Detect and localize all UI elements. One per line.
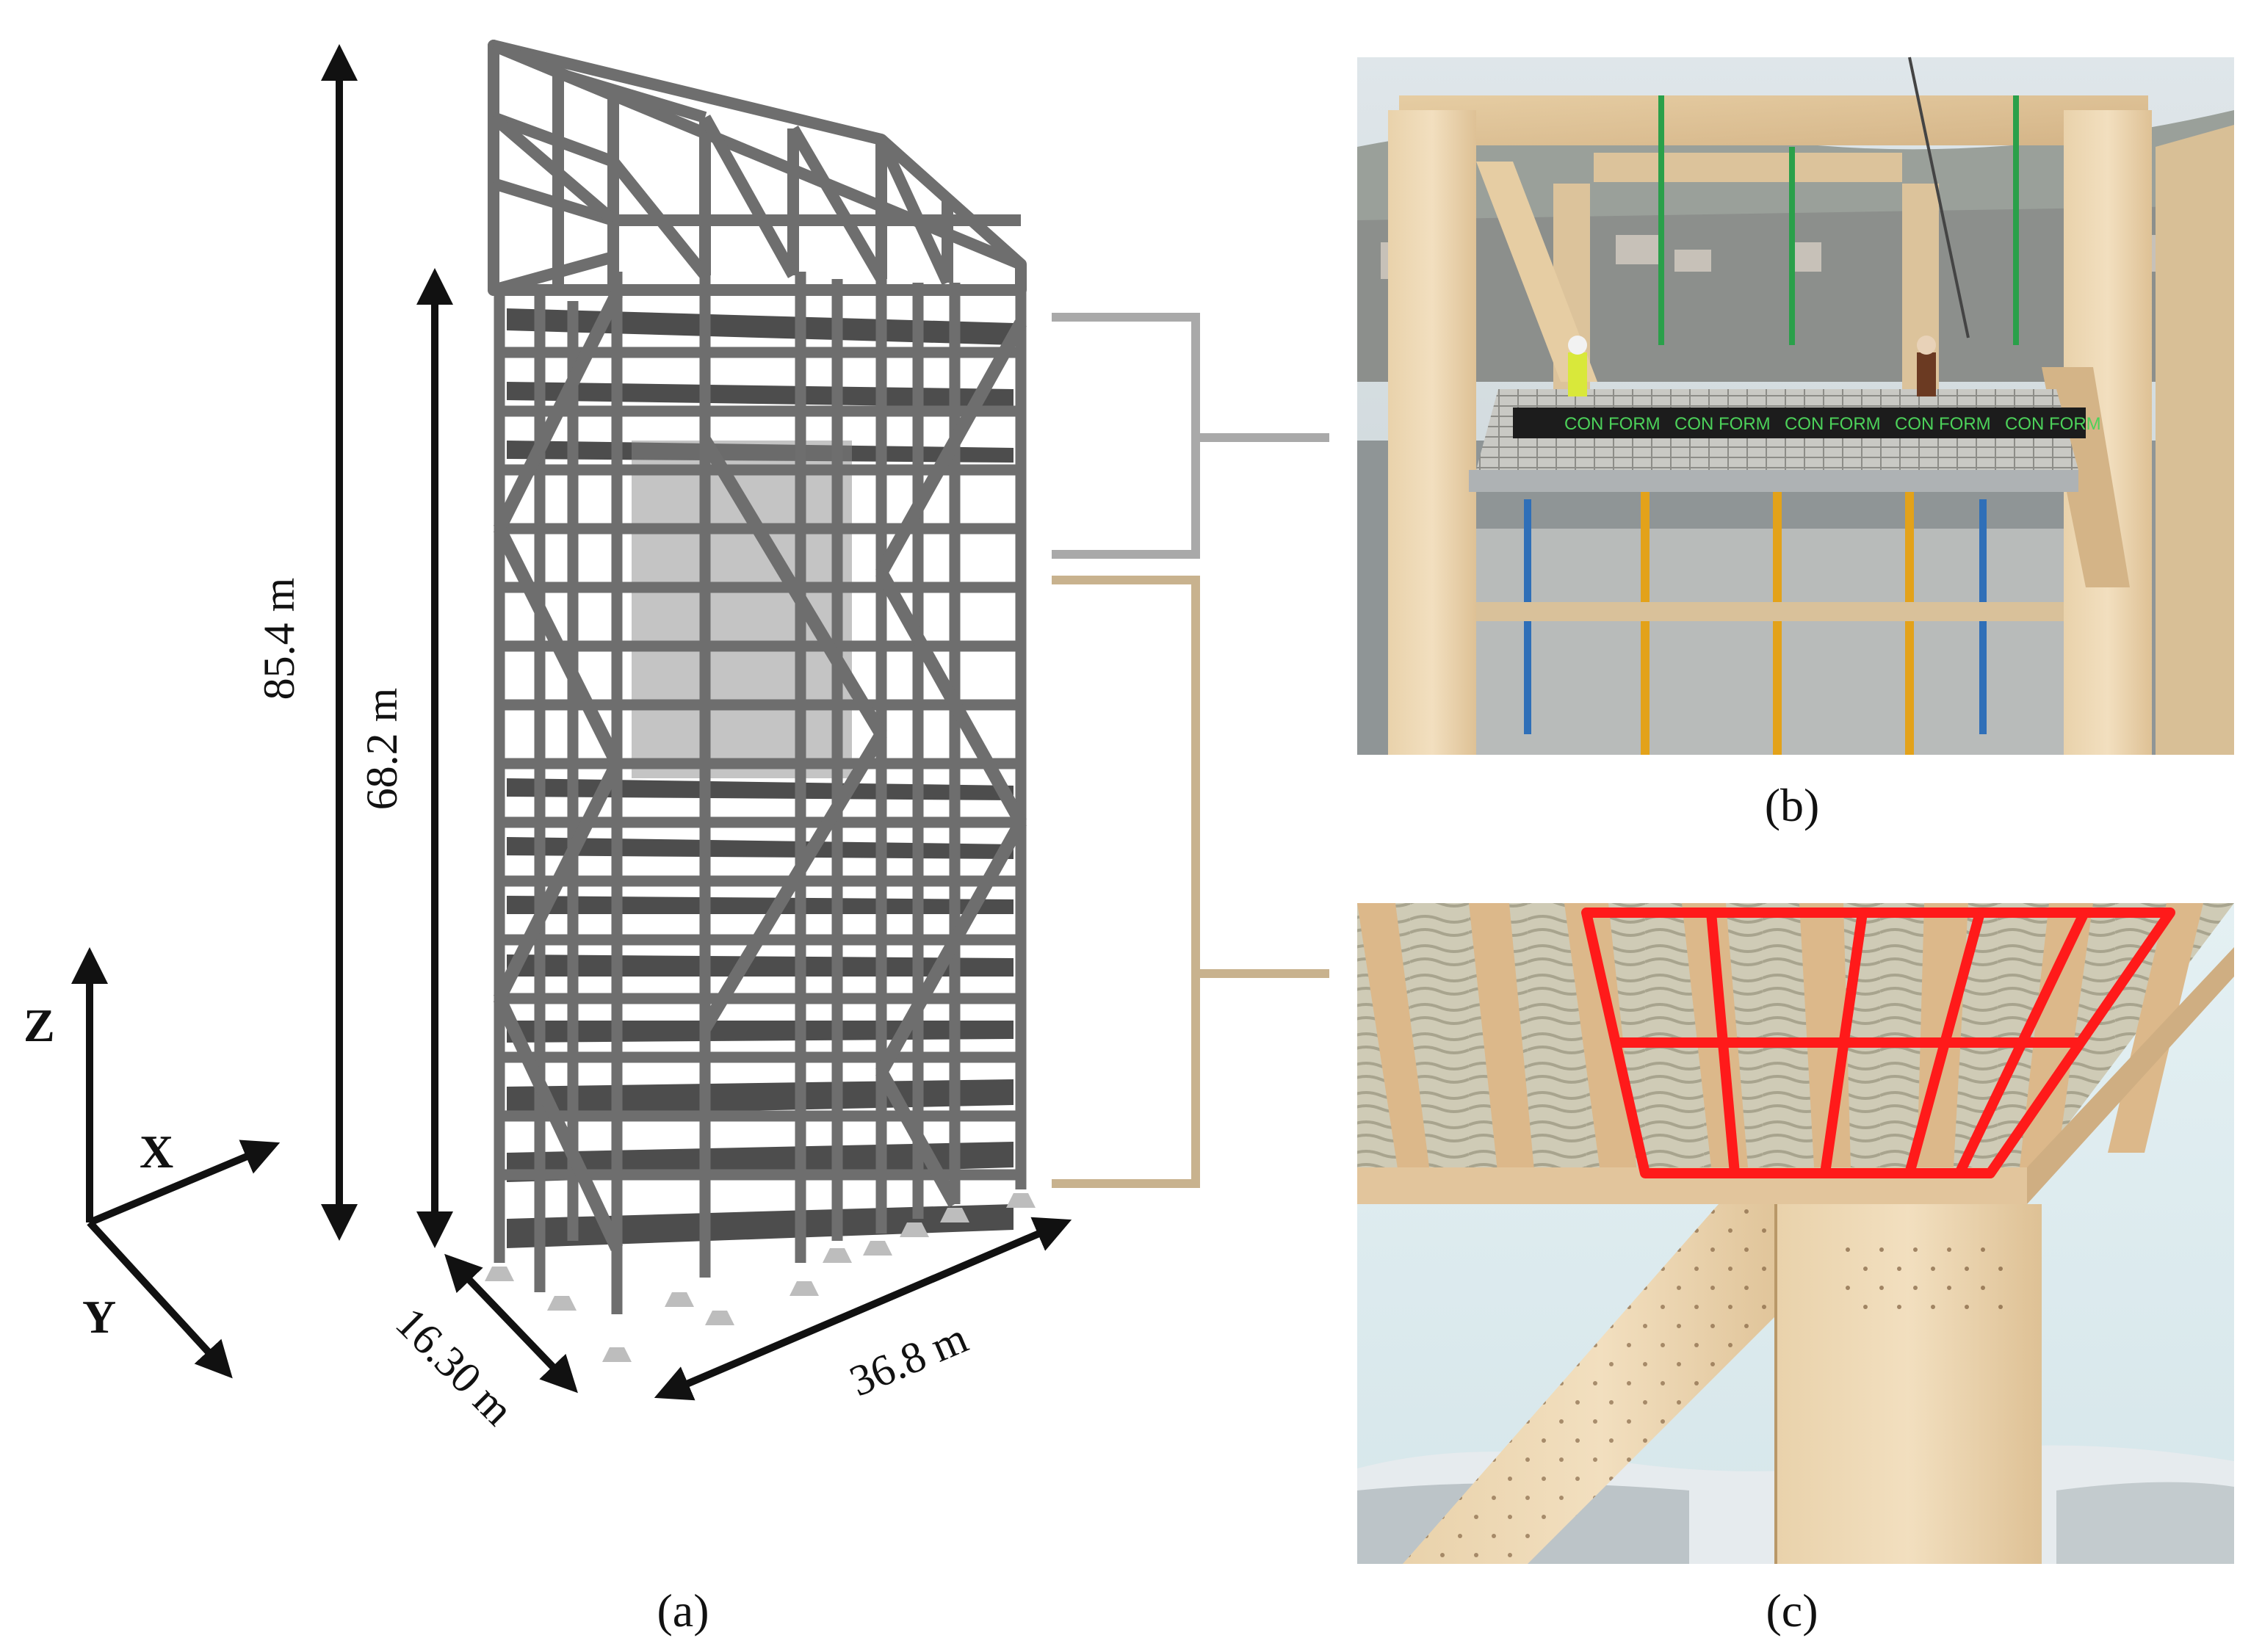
z-axis-label: Z [24,999,55,1051]
structural-model [485,40,1036,1362]
banner-text-4: CON FORM [1895,414,1991,434]
bracket-upper [1052,313,1200,559]
dimension-arrow-length [654,1217,1072,1401]
photo-ceiling-detail [1357,903,2234,1564]
x-axis-label: X [140,1126,173,1178]
dimension-label-floor-height: 68.2 m [358,688,406,811]
floor-element-banner [1513,407,2086,438]
photo-floor-installation: CON FORM CON FORM CON FORM CON FORM CON … [1357,57,2234,755]
x-axis-arrow [88,1140,281,1226]
caption-b: (b) [1765,779,1820,831]
banner-text-1: CON FORM [1564,414,1661,434]
y-axis-label: Y [82,1291,116,1343]
y-axis-arrow [87,1220,233,1379]
highlighted-floor-element [1581,907,2175,1178]
caption-a: (a) [657,1584,709,1637]
timber-column-left [1388,110,1476,755]
dimension-lines [321,43,1072,1401]
banner-text-2: CON FORM [1674,414,1771,434]
dimension-label-length: 36.8 m [843,1314,975,1406]
banner-text-5: CON FORM [2005,414,2101,434]
banner-text-3: CON FORM [1785,414,1881,434]
dimension-label-total-height: 85.4 m [255,578,303,700]
frame-members [494,272,1027,1314]
caption-c: (c) [1766,1584,1818,1637]
roof-truss [488,40,1027,296]
workers [1568,336,1936,396]
dimension-arrow-depth [444,1253,578,1394]
diagonal-braces [493,290,1027,1251]
coordinate-axes [71,947,281,1379]
bracket-lower [1052,576,1200,1188]
